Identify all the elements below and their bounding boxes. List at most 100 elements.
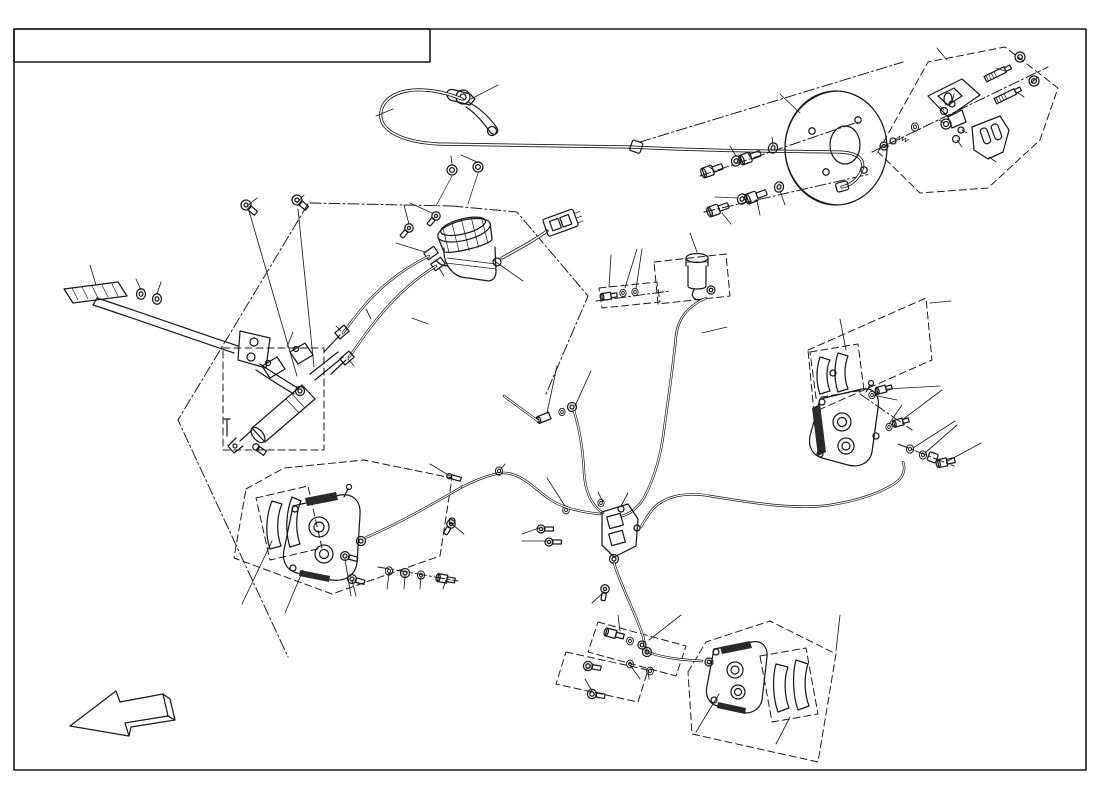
callout-leader xyxy=(365,308,372,320)
callout-leader xyxy=(492,259,524,282)
part-callout-3: 3 xyxy=(730,223,738,240)
callout-leader xyxy=(835,614,841,652)
callout-leader xyxy=(442,579,447,590)
callout-leader xyxy=(729,145,737,157)
callout-leader xyxy=(620,492,629,507)
callout-leader xyxy=(347,358,355,367)
callout-leader xyxy=(888,404,903,425)
callout-leader xyxy=(284,569,304,614)
bottom-caliper-drawing xyxy=(704,641,810,714)
part-callout-44: 44 xyxy=(681,604,698,621)
callout-leader xyxy=(939,105,945,111)
part-callout-26: 26 xyxy=(536,463,553,480)
part-callout-25: 25 xyxy=(433,588,450,605)
callout-leader xyxy=(929,300,952,304)
part-callout-26: 26 xyxy=(632,234,649,251)
part-callout-8: 8 xyxy=(962,144,970,161)
callout-leader xyxy=(296,194,305,204)
callout-leader xyxy=(961,129,968,134)
callout-leader xyxy=(608,254,612,288)
callout-leader xyxy=(248,210,298,377)
part-callout-32: 32 xyxy=(951,291,968,308)
callout-leader xyxy=(89,264,97,286)
callout-leader xyxy=(924,424,958,454)
part-callout-26: 26 xyxy=(411,588,428,605)
part-callout-34: 34 xyxy=(941,376,958,393)
callout-leader xyxy=(411,317,429,325)
junction-drawing xyxy=(536,498,641,565)
callout-leader xyxy=(624,248,638,289)
part-callout-20: 20 xyxy=(380,230,397,247)
callout-leader xyxy=(438,267,445,277)
callout-leader xyxy=(460,154,478,163)
callout-leader xyxy=(409,202,433,214)
callout-leader xyxy=(912,420,956,449)
callout-leader xyxy=(779,190,786,206)
part-callout-16: 16 xyxy=(298,180,315,197)
part-callout-5: 5 xyxy=(770,80,778,97)
part-callout-43: 43 xyxy=(395,588,412,605)
part-callout-2: 2 xyxy=(364,115,372,132)
fwd-arrow: FWD xyxy=(69,690,176,737)
callout-leader xyxy=(756,200,761,216)
diagram-border xyxy=(13,28,1087,771)
part-callout-25: 25 xyxy=(981,432,998,449)
part-callout-6: 6 xyxy=(931,33,939,50)
callout-leader xyxy=(886,385,941,390)
part-callout-4: 4 xyxy=(768,122,777,139)
callout-leader xyxy=(695,693,720,733)
callout-leader xyxy=(403,204,410,225)
callout-leader xyxy=(714,196,739,199)
part-callout-3: 3 xyxy=(759,214,767,231)
reservoir-hoses-drawing xyxy=(323,254,438,375)
part-callout-27: 27 xyxy=(680,218,697,235)
rear-master-drawing xyxy=(879,51,1040,160)
part-callout-13: 13 xyxy=(80,250,97,267)
part-callout-11: 11 xyxy=(984,54,1000,71)
callout-leader xyxy=(470,84,499,100)
callout-leader xyxy=(286,331,294,348)
part-callout-41: 41 xyxy=(273,613,290,630)
callout-leader xyxy=(386,573,390,590)
callout-leader xyxy=(403,575,406,590)
brake-disc-drawing xyxy=(698,90,888,219)
part-callout-33: 33 xyxy=(897,390,914,407)
part-callout-40: 40 xyxy=(231,604,248,621)
callout-leader xyxy=(597,491,604,503)
callout-leader xyxy=(689,232,698,253)
callout-leader xyxy=(647,670,650,680)
callout-leader xyxy=(721,212,732,225)
part-callout-42: 42 xyxy=(569,668,586,685)
part-callout-36: 36 xyxy=(551,351,568,368)
part-callout-26: 26 xyxy=(378,588,395,605)
grommets-drawing xyxy=(397,161,484,241)
part-callout-11: 11 xyxy=(1021,94,1037,111)
zone-lines xyxy=(177,61,1049,658)
part-callout-4: 4 xyxy=(784,204,793,221)
callout-leader xyxy=(344,558,352,597)
part-callout-28: 28 xyxy=(728,317,745,334)
page-title: 制动系统/ BRAKE SYSTEM xyxy=(97,34,347,58)
callout-leader xyxy=(1030,76,1039,84)
part-callout-23: 23 xyxy=(350,363,367,380)
part-callout-19: 19 xyxy=(523,277,540,294)
part-callout-17: 17 xyxy=(582,602,599,619)
callout-leader xyxy=(246,197,258,207)
part-callout-10: 10 xyxy=(991,161,1008,178)
part-callout-24: 24 xyxy=(287,317,304,334)
callout-leader xyxy=(429,463,451,477)
part-callout-25: 25 xyxy=(605,240,622,257)
callout-leader xyxy=(335,325,342,332)
part-callout-26: 26 xyxy=(589,477,606,494)
part-callout-15: 15 xyxy=(155,267,172,284)
part-callout-1: 1 xyxy=(502,72,510,89)
callout-leader xyxy=(947,442,982,462)
rear-caliper-drawing xyxy=(639,352,956,529)
callout-leader xyxy=(938,119,945,124)
callout-leader xyxy=(648,614,682,641)
callout-leader xyxy=(546,365,558,414)
callout-leader xyxy=(1016,91,1025,98)
